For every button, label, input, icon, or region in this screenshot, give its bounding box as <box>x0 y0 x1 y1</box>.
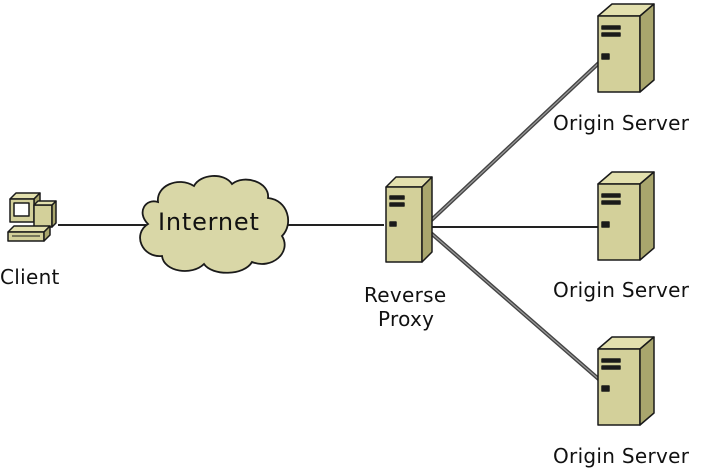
server-tower-icon <box>597 171 655 261</box>
origin-server-label-middle: Origin Server <box>553 278 690 302</box>
reverse-proxy-label-line2: Proxy <box>378 307 435 331</box>
reverse-proxy-label-line1: Reverse <box>364 283 447 307</box>
cloud-icon <box>139 175 290 274</box>
server-tower-icon <box>385 176 433 263</box>
edge-proxy-origin-bottom <box>422 225 604 384</box>
computer-icon <box>7 192 57 242</box>
server-tower-icon <box>597 336 655 426</box>
origin-server-label-bottom: Origin Server <box>553 444 690 468</box>
edge-proxy-origin-top <box>422 58 604 229</box>
internet-label: Internet <box>158 208 260 236</box>
origin-server-label-top: Origin Server <box>553 111 690 135</box>
client-label: Client <box>0 265 60 289</box>
server-tower-icon <box>597 3 655 93</box>
